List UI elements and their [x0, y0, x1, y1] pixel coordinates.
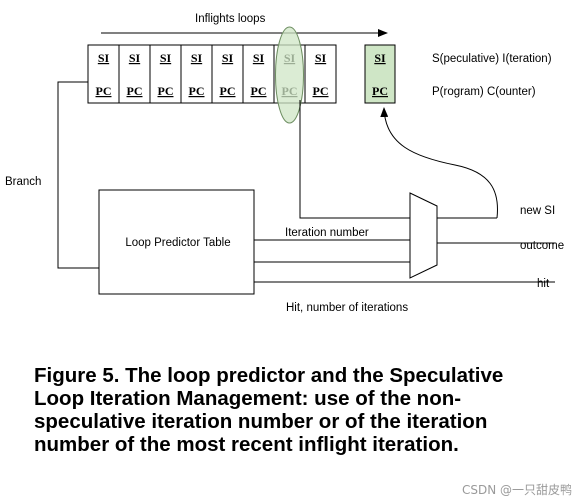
committed-pc-text: PC: [372, 84, 388, 98]
inflight-slot: [242, 44, 275, 104]
multiplexer: [409, 192, 438, 279]
inflight-slot-si: SI: [98, 51, 110, 65]
new-si-label: new SI: [520, 205, 555, 217]
figure-caption: Figure 5. The loop predictor and the Spe…: [34, 364, 504, 456]
hit-iterations-label: Hit, number of iterations: [286, 302, 408, 314]
iteration-number-label: Iteration number: [285, 227, 369, 239]
loop-predictor-table-label: Loop Predictor Table: [125, 237, 230, 249]
inflight-slot-si: SI: [222, 51, 234, 65]
inflight-slot-si: SI: [160, 51, 172, 65]
outcome-label: outcome: [520, 240, 564, 252]
inflight-slot-si: SI: [253, 51, 265, 65]
hit-label: hit: [537, 278, 550, 290]
inflight-slot-pc: PC: [220, 84, 236, 98]
inflights-loops-label: Inflights loops: [195, 13, 266, 25]
inflight-slot-si: SI: [191, 51, 203, 65]
new-si-arrow: [380, 107, 498, 219]
branch-wire: [57, 81, 100, 269]
inflight-slot-pc: PC: [127, 84, 143, 98]
inflight-slot-si: SI: [315, 51, 327, 65]
legend-pc: P(rogram) C(ounter): [432, 86, 536, 98]
legend-si: S(peculative) I(teration): [432, 53, 552, 65]
loop-predictor-table: [98, 189, 255, 295]
inflight-slot: [211, 44, 244, 104]
committed-si-text: SI: [374, 51, 386, 65]
loop-predictor-diagram: Inflights loops SI PC SI PC SI PC SI PC SI PC SI PC…: [5, 13, 564, 314]
inflight-slot-pc: PC: [313, 84, 329, 98]
inflight-slot-pc: PC: [251, 84, 267, 98]
selected-slot-highlight: [275, 26, 304, 124]
inflight-slot-pc: PC: [158, 84, 174, 98]
watermark: CSDN @一只甜皮鸭: [461, 483, 572, 497]
inflight-slot-pc: PC: [189, 84, 205, 98]
inflight-slot: [118, 44, 151, 104]
inflight-slot-si: SI: [129, 51, 141, 65]
inflight-slot-pc: PC: [96, 84, 112, 98]
speculative-iteration-wire: [299, 100, 410, 219]
committed-slot: SI PC: [364, 44, 396, 104]
inflight-slot: [149, 44, 182, 104]
inflight-slot: [180, 44, 213, 104]
branch-label: Branch: [5, 176, 41, 188]
inflight-slot: [304, 44, 337, 104]
